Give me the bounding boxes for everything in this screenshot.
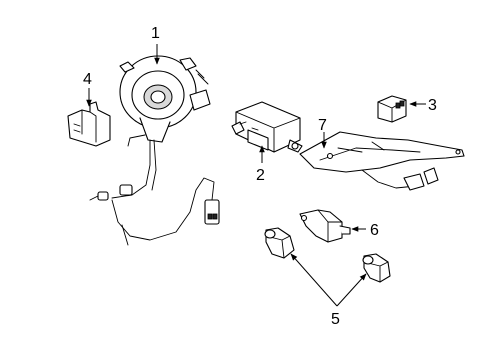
sensor-part-6	[299, 209, 351, 243]
callout-5: 5	[331, 311, 340, 328]
callout-3: 3	[428, 97, 437, 114]
callout-2: 2	[256, 167, 265, 184]
connector-part-4	[67, 101, 111, 147]
callout-7: 7	[318, 117, 327, 134]
clock-spring-part	[89, 55, 220, 246]
callout-4: 4	[83, 71, 92, 88]
bracket-part-7	[299, 131, 465, 191]
leader-5a	[290, 253, 338, 307]
control-module-part-2	[231, 101, 303, 153]
callout-1: 1	[151, 25, 160, 42]
callout-6: 6	[370, 222, 379, 239]
leader-5b	[336, 273, 367, 307]
sensor-part-5b	[362, 253, 391, 283]
sensor-part-5a	[264, 227, 295, 259]
sensor-part-3	[377, 95, 407, 123]
